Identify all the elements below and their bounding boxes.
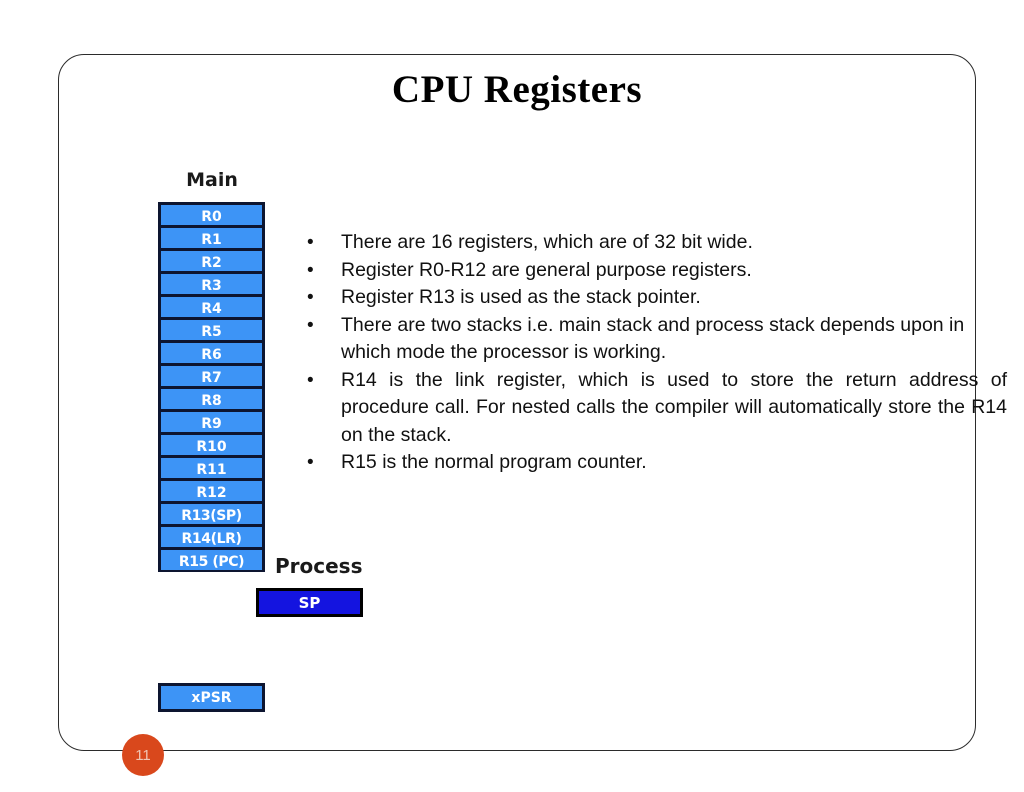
bullet-marker-icon: • <box>307 314 314 336</box>
register-cell-r4: R4 <box>158 294 265 319</box>
register-cell-r12: R12 <box>158 478 265 503</box>
register-cell-r2: R2 <box>158 248 265 273</box>
register-cell-r6: R6 <box>158 340 265 365</box>
register-cell-r0: R0 <box>158 202 265 227</box>
bullet-marker-icon: • <box>307 452 314 473</box>
register-cell-r8: R8 <box>158 386 265 411</box>
bullet-marker-icon: • <box>307 259 314 281</box>
bullet-text: R15 is the normal program counter. <box>341 451 647 473</box>
register-cell-xpsr: xPSR <box>158 683 265 712</box>
bullet-marker-icon: • <box>307 232 314 253</box>
bullet-item: • Register R0-R12 are general purpose reg… <box>307 257 1007 285</box>
register-cell-r1: R1 <box>158 225 265 250</box>
register-cell-r11: R11 <box>158 455 265 480</box>
bullet-text: There are two stacks i.e. main stack and… <box>341 313 965 364</box>
bullet-marker-icon: • <box>307 369 314 391</box>
bullet-list: • There are 16 registers, which are of 32… <box>307 229 1007 477</box>
page-number-badge: 11 <box>122 734 164 776</box>
register-cell-r14-lr: R14(LR) <box>158 524 265 549</box>
register-cell-r7: R7 <box>158 363 265 388</box>
bullet-item: • R15 is the normal program counter. <box>307 449 1007 477</box>
register-cell-r5: R5 <box>158 317 265 342</box>
register-cell-r15-pc: R15 (PC) <box>158 547 265 572</box>
bullet-item: • Register R13 is used as the stack point… <box>307 284 1007 312</box>
process-stack-pointer-cell: SP <box>256 588 363 617</box>
register-cell-r13-sp: R13(SP) <box>158 501 265 526</box>
bullet-text: R14 is the link register, which is used … <box>341 368 1007 446</box>
bullet-text: There are 16 registers, which are of 32 … <box>341 231 753 253</box>
register-cell-r9: R9 <box>158 409 265 434</box>
register-cell-r3: R3 <box>158 271 265 296</box>
page-title: CPU Registers <box>391 68 643 111</box>
process-stack-label: Process <box>275 554 363 578</box>
bullet-text: Register R13 is used as the stack pointe… <box>341 286 701 308</box>
bullet-marker-icon: • <box>307 287 314 308</box>
bullet-item: • There are two stacks i.e. main stack an… <box>307 312 1007 367</box>
bullet-item: • There are 16 registers, which are of 32… <box>307 229 1007 257</box>
bullet-text: Register R0-R12 are general purpose regi… <box>341 258 752 281</box>
bullet-item: • R14 is the link register, which is used… <box>307 367 1007 450</box>
main-stack-label: Main <box>186 169 238 191</box>
register-cell-r10: R10 <box>158 432 265 457</box>
